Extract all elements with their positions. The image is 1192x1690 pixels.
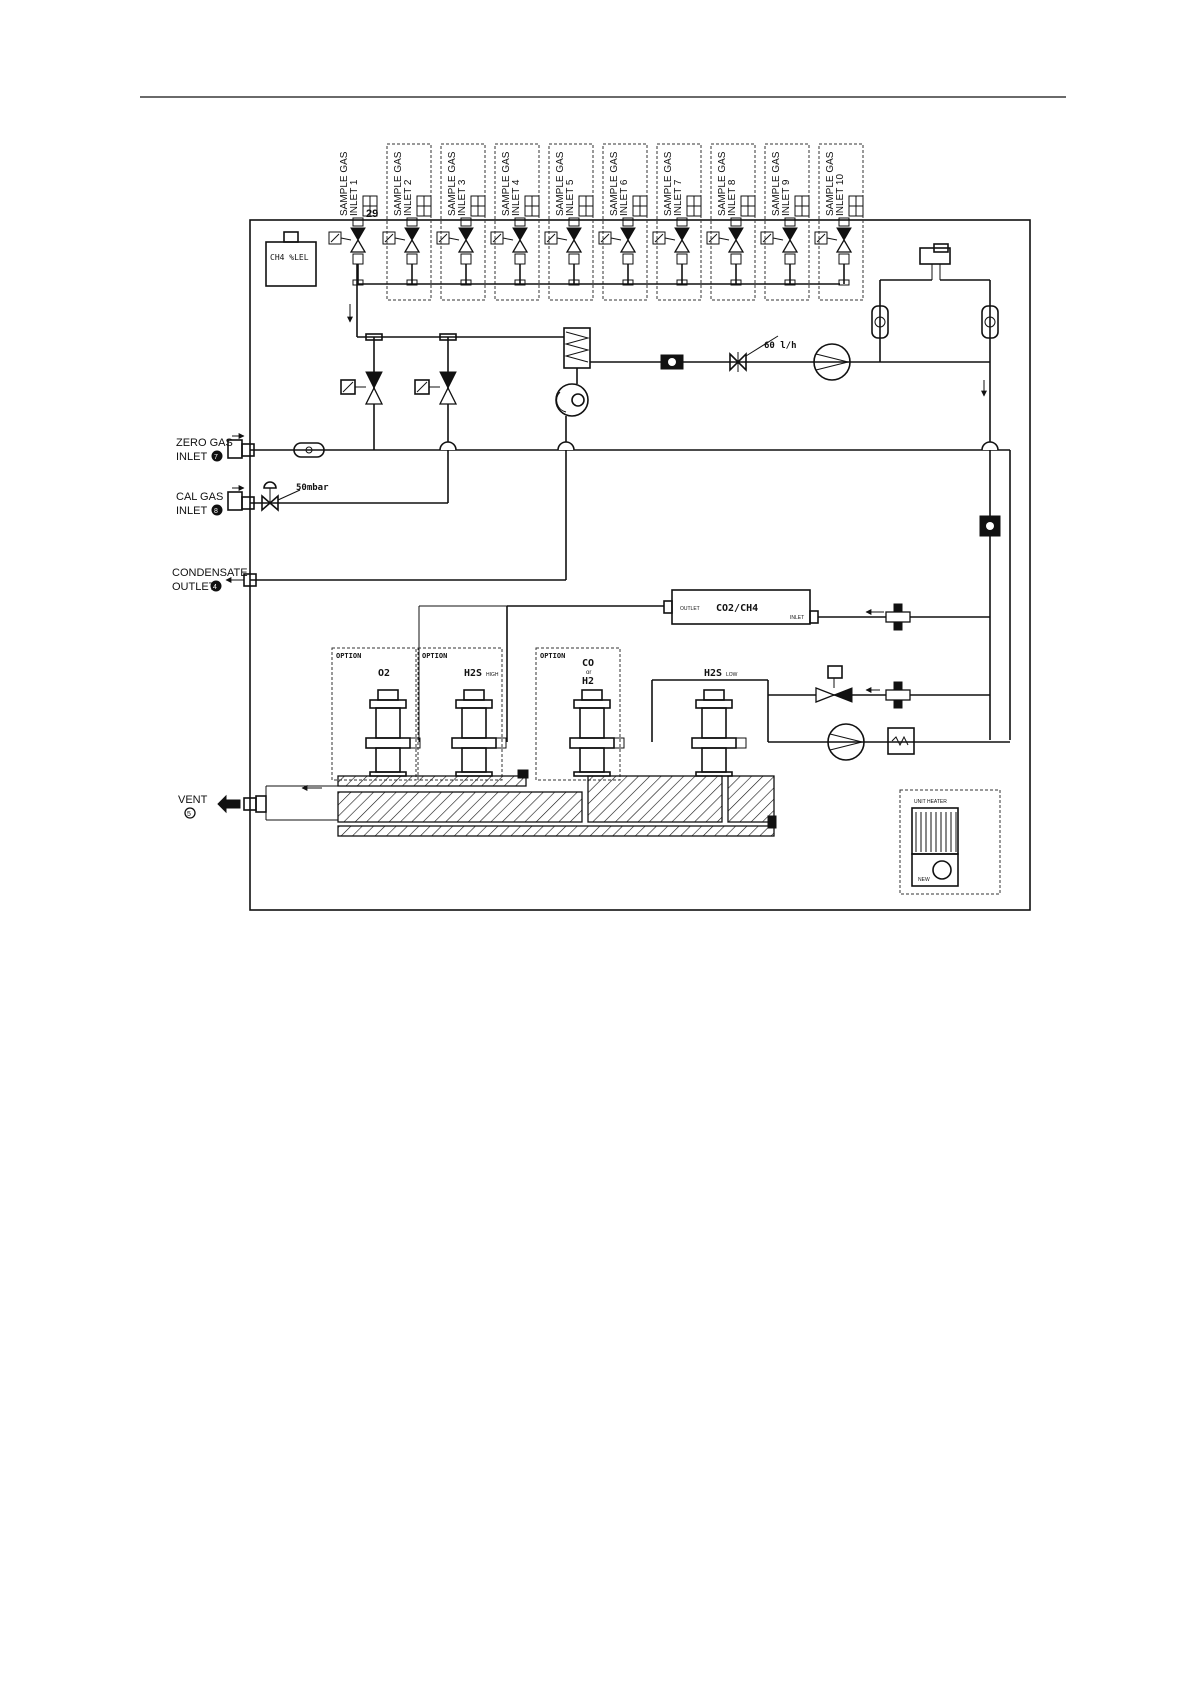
sensor-name-4: H2S xyxy=(704,668,722,679)
analyzer-outlet-label: OUTLET xyxy=(680,606,700,612)
cal-gas-number-icon xyxy=(211,504,223,516)
analyzer-inlet-label: INLET xyxy=(790,615,804,621)
sensor-4: H2S LOW xyxy=(691,668,747,777)
co2-ch4-analyzer: CO2/CH4 OUTLET INLET xyxy=(663,589,819,625)
zero-gas-port xyxy=(227,433,255,459)
zero-gas-line xyxy=(250,441,1011,740)
sensor-sub-3: or xyxy=(586,670,591,676)
sensor-1: OPTION O2 xyxy=(331,647,421,781)
cal-gas-port xyxy=(227,485,255,511)
heater-label: UNIT HEATER xyxy=(914,799,947,805)
inlet-label-6-b: INLET 6 xyxy=(619,179,630,216)
cal-valve xyxy=(414,333,458,503)
zero-gas-label-1: ZERO GAS xyxy=(176,437,233,449)
sensor-name2-3: H2 xyxy=(582,676,594,687)
sample-pump xyxy=(813,343,851,381)
inlet-label-1-a: SAMPLE GAS xyxy=(339,151,350,216)
flow-rate-label: 60 l/h xyxy=(764,341,797,351)
sensor-2: OPTION H2S HIGH xyxy=(417,647,507,781)
condensate-number: 4 xyxy=(213,584,217,591)
inlet-label-5-a: SAMPLE GAS xyxy=(555,151,566,216)
filter-lower xyxy=(885,681,911,709)
condensate-number-icon xyxy=(210,580,222,592)
sensor-name-1: O2 xyxy=(378,668,390,679)
flow-indicator-upper xyxy=(660,354,684,370)
inlet1-number: 29 xyxy=(366,208,378,220)
inlet-label-4-b: INLET 4 xyxy=(511,179,522,216)
inlet-label-5-b: INLET 5 xyxy=(565,179,576,216)
inlet-label-7-b: INLET 7 xyxy=(673,179,684,216)
vent-port xyxy=(217,794,267,814)
zero-valve xyxy=(340,333,384,450)
vent-number-icon xyxy=(184,807,196,819)
cal-gas-number: 8 xyxy=(214,508,218,515)
inlet-label-2-a: SAMPLE GAS xyxy=(393,151,404,216)
needle-valve: 60 l/h xyxy=(729,335,797,372)
filter-upper xyxy=(885,603,911,631)
heater-fan-label: NEW xyxy=(918,877,930,883)
inlet-label-8-b: INLET 8 xyxy=(727,179,738,216)
exhaust-manifold xyxy=(337,769,777,837)
sensor-sub-2: HIGH xyxy=(486,672,499,678)
zero-gas-number-icon xyxy=(211,450,223,462)
ch4-lel-label: CH4 %LEL xyxy=(270,253,309,262)
inlet-label-8-a: SAMPLE GAS xyxy=(717,151,728,216)
condensate-line xyxy=(225,573,566,587)
inlet-label-9-a: SAMPLE GAS xyxy=(771,151,782,216)
filter-branch xyxy=(871,243,999,740)
inlet-label-3-a: SAMPLE GAS xyxy=(447,151,458,216)
sensor-option-2: OPTION xyxy=(422,652,447,660)
pressure-label: 50mbar xyxy=(296,483,329,493)
inlet-label-10-a: SAMPLE GAS xyxy=(825,151,836,216)
inlet-label-9-b: INLET 9 xyxy=(781,179,792,216)
flow-indicator-right xyxy=(979,515,1001,537)
inlet-label-10-b: INLET 10 xyxy=(835,174,846,216)
sensor-name-3: CO xyxy=(582,658,594,669)
condensate-label-2: OUTLET xyxy=(172,581,216,593)
sensor-option-1: OPTION xyxy=(336,652,361,660)
sensor-sub-4: LOW xyxy=(726,672,738,678)
inlet-label-2-b: INLET 2 xyxy=(403,179,414,216)
lower-right-branch xyxy=(651,665,1010,761)
vent-label: VENT xyxy=(178,794,208,806)
analyzer-name: CO2/CH4 xyxy=(716,603,758,614)
inlet-label-6-a: SAMPLE GAS xyxy=(609,151,620,216)
ch4-lel-sensor: CH4 %LEL xyxy=(265,231,317,287)
inlet-label-1-b: INLET 1 xyxy=(349,179,360,216)
cal-gas-line: 50mbar xyxy=(250,481,448,512)
unit-heater: UNIT HEATER NEW xyxy=(899,789,1001,895)
zero-gas-number: 7 xyxy=(214,454,218,461)
vent-number: 5 xyxy=(187,811,191,818)
cal-gas-label-1: CAL GAS xyxy=(176,491,223,503)
cooler xyxy=(555,327,591,580)
cal-gas-label-2: INLET xyxy=(176,505,207,517)
enclosure-frame xyxy=(249,219,1031,911)
sensor-option-3: OPTION xyxy=(540,652,565,660)
inlet-label-7-a: SAMPLE GAS xyxy=(663,151,674,216)
zero-gas-label-2: INLET xyxy=(176,451,207,463)
sensor-name-2: H2S xyxy=(464,668,482,679)
inlet-label-3-b: INLET 3 xyxy=(457,179,468,216)
inlet-label-4-a: SAMPLE GAS xyxy=(501,151,512,216)
condensate-label-1: CONDENSATE xyxy=(172,567,248,579)
